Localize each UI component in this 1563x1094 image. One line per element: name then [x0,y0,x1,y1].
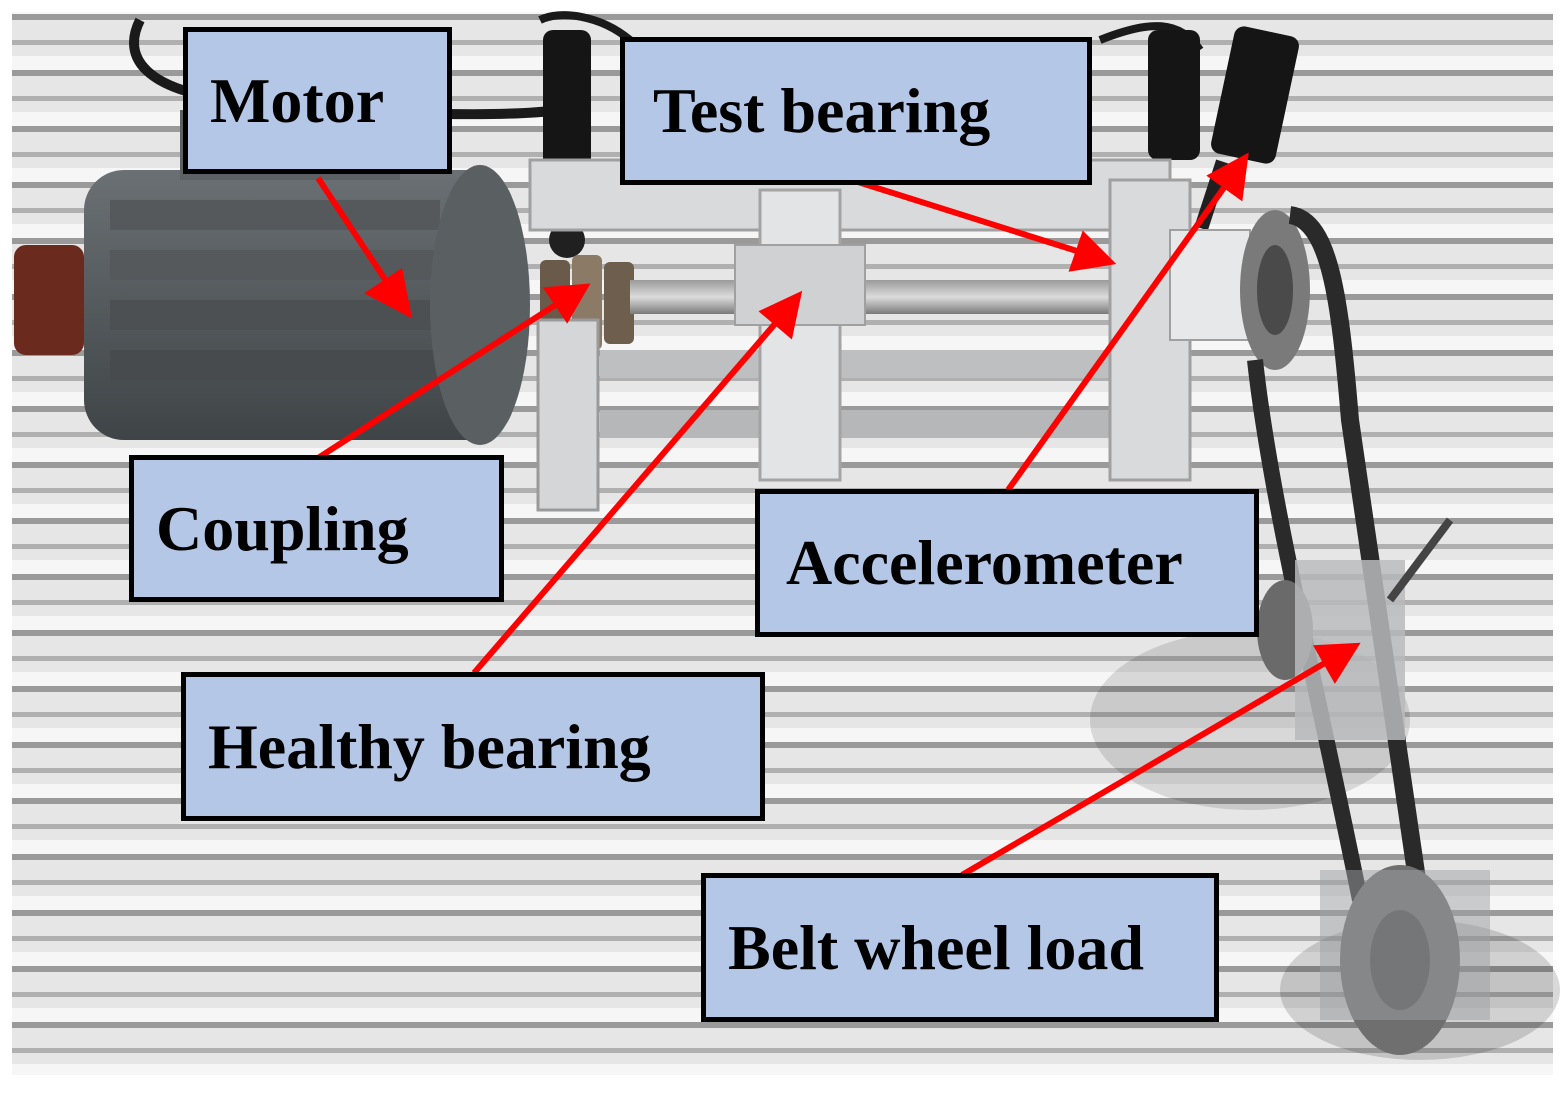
motor-body [14,110,530,445]
label-belt-wheel-load-text: Belt wheel load [728,911,1144,983]
left-bearing-housing [536,318,600,512]
label-coupling-text: Coupling [156,492,409,564]
label-coupling: Coupling [129,455,504,602]
arrow-accelerometer [1005,180,1231,492]
label-healthy-bearing: Healthy bearing [181,672,765,821]
arrow-belt-wheel [960,657,1332,878]
label-healthy-bearing-text: Healthy bearing [208,710,651,782]
label-test-bearing-text: Test bearing [653,75,991,146]
belt-wheel-load [1240,206,1490,1055]
arrow-healthy-bearing [471,316,783,675]
healthy-bearing-housing [758,188,842,482]
label-accelerometer: Accelerometer [755,489,1259,637]
arrow-coupling [316,299,562,461]
arrow-test-bearing [857,179,1081,255]
arrow-motor [315,176,395,292]
arrows [315,152,1361,878]
label-test-bearing: Test bearing [620,37,1092,185]
label-motor-text: Motor [210,64,385,136]
label-motor: Motor [183,27,452,174]
shaft [630,280,1160,314]
label-accelerometer-text: Accelerometer [786,527,1183,598]
label-belt-wheel-load: Belt wheel load [701,873,1219,1022]
